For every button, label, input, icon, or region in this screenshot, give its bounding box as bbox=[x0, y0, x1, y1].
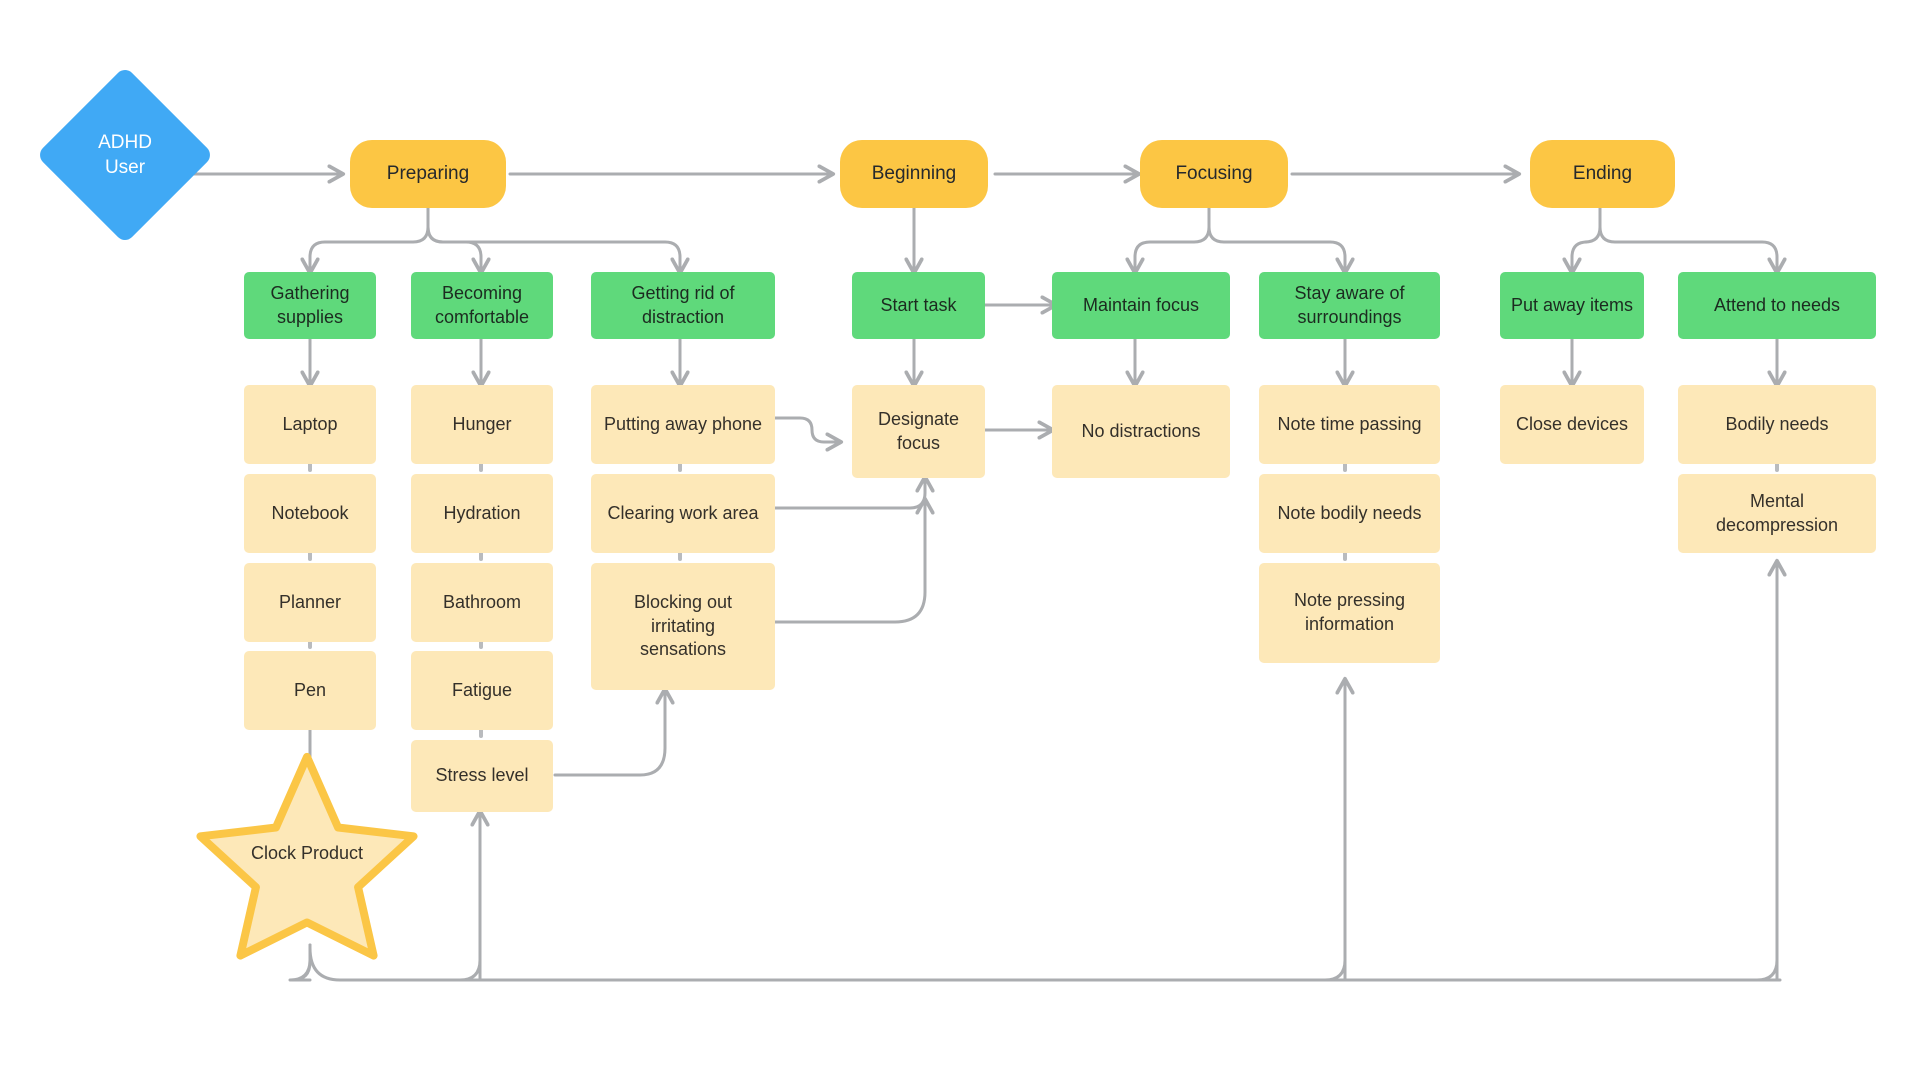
detail-hydration[interactable]: Hydration bbox=[411, 474, 553, 553]
detail-blocking-sensations-label: Blocking out irritating sensations bbox=[633, 591, 733, 660]
detail-note-time-passing-label: Note time passing bbox=[1277, 413, 1422, 434]
detail-bathroom-label: Bathroom bbox=[442, 591, 522, 612]
activity-start-task[interactable]: Start task bbox=[852, 272, 985, 339]
edge-preparing-to-becoming bbox=[426, 225, 481, 272]
detail-notebook-label: Notebook bbox=[271, 502, 349, 523]
star-shape bbox=[196, 752, 418, 960]
activity-start-task-label: Start task bbox=[880, 294, 957, 315]
activity-becoming-comfortable[interactable]: Becoming comfortable bbox=[411, 272, 553, 339]
rail-corner-pressing bbox=[1323, 958, 1347, 982]
detail-stress-level-label: Stress level bbox=[435, 765, 529, 786]
actor-adhd-user[interactable]: ADHD User bbox=[35, 65, 215, 245]
phase-ending[interactable]: Ending bbox=[1530, 140, 1675, 208]
edge-ending-to-attend-needs bbox=[1598, 225, 1777, 272]
detail-laptop[interactable]: Laptop bbox=[244, 385, 376, 464]
activity-maintain-focus[interactable]: Maintain focus bbox=[1052, 272, 1230, 339]
detail-bathroom[interactable]: Bathroom bbox=[411, 563, 553, 642]
detail-note-pressing-information-label: Note pressing information bbox=[1293, 590, 1406, 634]
detail-hunger-label: Hunger bbox=[452, 413, 512, 434]
detail-planner-label: Planner bbox=[278, 591, 342, 612]
detail-note-bodily-needs[interactable]: Note bodily needs bbox=[1259, 474, 1440, 553]
activity-getting-rid-of-distraction[interactable]: Getting rid of distraction bbox=[591, 272, 775, 339]
activity-attend-to-needs[interactable]: Attend to needs bbox=[1678, 272, 1876, 339]
detail-note-pressing-information[interactable]: Note pressing information bbox=[1259, 563, 1440, 663]
edge-focusing-to-maintain-focus bbox=[1135, 225, 1211, 272]
phase-preparing-label: Preparing bbox=[386, 163, 470, 185]
phase-beginning[interactable]: Beginning bbox=[840, 140, 988, 208]
edge-preparing-to-getting-rid bbox=[426, 225, 680, 272]
detail-designate-focus[interactable]: Designate focus bbox=[852, 385, 985, 478]
activity-getting-rid-of-distraction-label: Getting rid of distraction bbox=[631, 282, 735, 327]
activity-gathering-supplies-label: Gathering supplies bbox=[270, 282, 350, 327]
detail-hydration-label: Hydration bbox=[443, 502, 521, 523]
bottom-rail bbox=[308, 946, 1782, 982]
edge-phone-to-designate bbox=[773, 416, 840, 442]
activity-maintain-focus-label: Maintain focus bbox=[1082, 294, 1200, 315]
edge-clearing-to-designate bbox=[773, 478, 925, 510]
detail-fatigue[interactable]: Fatigue bbox=[411, 651, 553, 730]
clock-product-star-label: Clock Product bbox=[250, 843, 364, 864]
rail-corner-mental bbox=[1755, 958, 1779, 982]
detail-note-bodily-needs-label: Note bodily needs bbox=[1277, 502, 1422, 523]
detail-laptop-label: Laptop bbox=[282, 413, 338, 434]
detail-no-distractions-label: No distractions bbox=[1081, 420, 1201, 441]
detail-designate-focus-label: Designate focus bbox=[877, 408, 960, 453]
activity-becoming-comfortable-label: Becoming comfortable bbox=[434, 282, 530, 327]
detail-hunger[interactable]: Hunger bbox=[411, 385, 553, 464]
edge-blocking-to-designate bbox=[773, 500, 925, 624]
clock-product-star[interactable]: Clock Product bbox=[196, 748, 418, 960]
detail-pen[interactable]: Pen bbox=[244, 651, 376, 730]
edge-focusing-to-stay-aware bbox=[1207, 225, 1345, 272]
activity-attend-to-needs-label: Attend to needs bbox=[1713, 294, 1841, 315]
activity-stay-aware-label: Stay aware of surroundings bbox=[1294, 282, 1405, 327]
phase-focusing-label: Focusing bbox=[1175, 163, 1253, 185]
detail-notebook[interactable]: Notebook bbox=[244, 474, 376, 553]
detail-pen-label: Pen bbox=[293, 679, 327, 700]
detail-stress-level[interactable]: Stress level bbox=[411, 740, 553, 812]
detail-bodily-needs-label: Bodily needs bbox=[1725, 413, 1829, 434]
phase-focusing[interactable]: Focusing bbox=[1140, 140, 1288, 208]
rail-corner-stress bbox=[458, 958, 482, 982]
edge-stress-to-blocking bbox=[553, 690, 665, 777]
phase-ending-label: Ending bbox=[1572, 163, 1633, 185]
phase-beginning-label: Beginning bbox=[871, 163, 957, 185]
detail-planner[interactable]: Planner bbox=[244, 563, 376, 642]
detail-putting-away-phone-label: Putting away phone bbox=[603, 413, 763, 434]
activity-gathering-supplies[interactable]: Gathering supplies bbox=[244, 272, 376, 339]
detail-mental-decompression[interactable]: Mental decompression bbox=[1678, 474, 1876, 553]
detail-bodily-needs[interactable]: Bodily needs bbox=[1678, 385, 1876, 464]
detail-close-devices[interactable]: Close devices bbox=[1500, 385, 1644, 464]
detail-putting-away-phone[interactable]: Putting away phone bbox=[591, 385, 775, 464]
detail-blocking-out-irritating-sensations[interactable]: Blocking out irritating sensations bbox=[591, 563, 775, 690]
detail-mental-decompression-label: Mental decompression bbox=[1715, 490, 1839, 535]
detail-clearing-work-area-label: Clearing work area bbox=[607, 502, 759, 523]
phase-preparing[interactable]: Preparing bbox=[350, 140, 506, 208]
detail-fatigue-label: Fatigue bbox=[451, 679, 513, 700]
edge-preparing-to-gathering bbox=[310, 225, 430, 272]
detail-close-devices-label: Close devices bbox=[1515, 413, 1629, 434]
activity-put-away-items[interactable]: Put away items bbox=[1500, 272, 1644, 339]
detail-note-time-passing[interactable]: Note time passing bbox=[1259, 385, 1440, 464]
activity-put-away-items-label: Put away items bbox=[1510, 294, 1634, 315]
actor-label: ADHD User bbox=[98, 131, 152, 178]
edge-ending-to-put-away bbox=[1572, 225, 1602, 272]
activity-stay-aware-of-surroundings[interactable]: Stay aware of surroundings bbox=[1259, 272, 1440, 339]
detail-no-distractions[interactable]: No distractions bbox=[1052, 385, 1230, 478]
detail-clearing-work-area[interactable]: Clearing work area bbox=[591, 474, 775, 553]
